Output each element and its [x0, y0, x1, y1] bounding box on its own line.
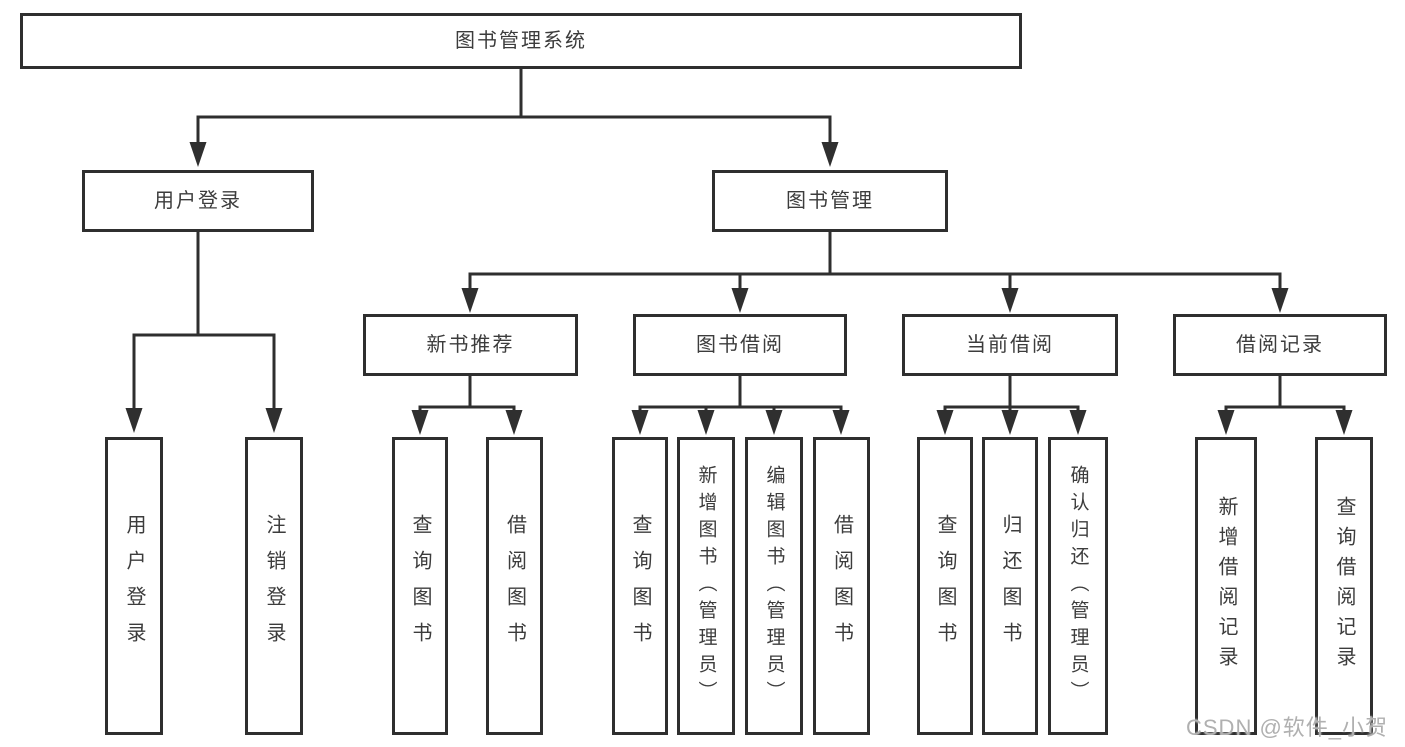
node-root-label: 图书管理系统 — [455, 30, 587, 52]
node-book-borrow-label: 图书借阅 — [696, 334, 784, 356]
node-leaf-user-login: 用户登录 — [105, 437, 163, 735]
node-leaf-cb-return-book: 归还图书 — [982, 437, 1038, 735]
node-new-book-recommend: 新书推荐 — [363, 314, 578, 376]
node-borrow-record: 借阅记录 — [1173, 314, 1387, 376]
watermark: CSDN @软件_小贺同学 — [1186, 715, 1389, 740]
node-leaf-nb-borrow-book: 借阅图书 — [486, 437, 543, 735]
node-leaf-cb-confirm-return-admin: 确认归还（管理员） — [1048, 437, 1108, 735]
node-leaf-logout-login: 注销登录 — [245, 437, 303, 735]
connector-current-borrow-split — [936, 376, 1087, 435]
node-leaf-bb-edit-book-admin-label: 编辑图书（管理员） — [763, 464, 785, 708]
node-user-login-group: 用户登录 — [82, 170, 314, 232]
node-leaf-br-query-record: 查询借阅记录 — [1315, 437, 1373, 735]
node-leaf-br-query-record-label: 查询借阅记录 — [1333, 496, 1355, 676]
node-leaf-br-add-record: 新增借阅记录 — [1195, 437, 1257, 735]
node-leaf-br-add-record-label: 新增借阅记录 — [1215, 496, 1237, 676]
node-leaf-logout-login-label: 注销登录 — [263, 514, 285, 658]
node-leaf-cb-confirm-return-admin-label: 确认归还（管理员） — [1067, 464, 1089, 708]
node-current-borrow: 当前借阅 — [902, 314, 1118, 376]
connector-book-management-split — [461, 232, 1289, 313]
node-leaf-nb-borrow-book-label: 借阅图书 — [503, 514, 526, 658]
node-current-borrow-label: 当前借阅 — [966, 334, 1054, 356]
node-leaf-bb-borrow-book: 借阅图书 — [813, 437, 870, 735]
node-book-management: 图书管理 — [712, 170, 948, 232]
node-leaf-bb-add-book-admin: 新增图书（管理员） — [677, 437, 735, 735]
connector-new-book-recommend-split — [411, 376, 523, 435]
node-new-book-recommend-label: 新书推荐 — [426, 334, 515, 356]
node-root: 图书管理系统 — [20, 13, 1022, 69]
node-book-borrow: 图书借阅 — [633, 314, 847, 376]
connector-borrow-record-split — [1217, 376, 1353, 435]
node-borrow-record-label: 借阅记录 — [1236, 334, 1324, 356]
node-leaf-bb-edit-book-admin: 编辑图书（管理员） — [745, 437, 803, 735]
node-leaf-bb-query-book: 查询图书 — [612, 437, 668, 735]
node-leaf-cb-return-book-label: 归还图书 — [999, 514, 1021, 658]
node-user-login-group-label: 用户登录 — [154, 190, 242, 212]
node-book-management-label: 图书管理 — [786, 190, 874, 212]
connector-root-split — [189, 69, 839, 167]
node-leaf-nb-query-book-label: 查询图书 — [409, 514, 431, 658]
node-leaf-bb-borrow-book-label: 借阅图书 — [830, 514, 853, 658]
node-leaf-user-login-label: 用户登录 — [123, 514, 145, 658]
node-leaf-nb-query-book: 查询图书 — [392, 437, 448, 735]
node-leaf-cb-query-book: 查询图书 — [917, 437, 973, 735]
node-leaf-cb-query-book-label: 查询图书 — [934, 514, 956, 658]
node-leaf-bb-add-book-admin-label: 新增图书（管理员） — [695, 464, 717, 708]
connector-book-borrow-split — [631, 376, 850, 435]
node-leaf-bb-query-book-label: 查询图书 — [629, 514, 651, 658]
connector-user-login-split — [125, 232, 283, 433]
